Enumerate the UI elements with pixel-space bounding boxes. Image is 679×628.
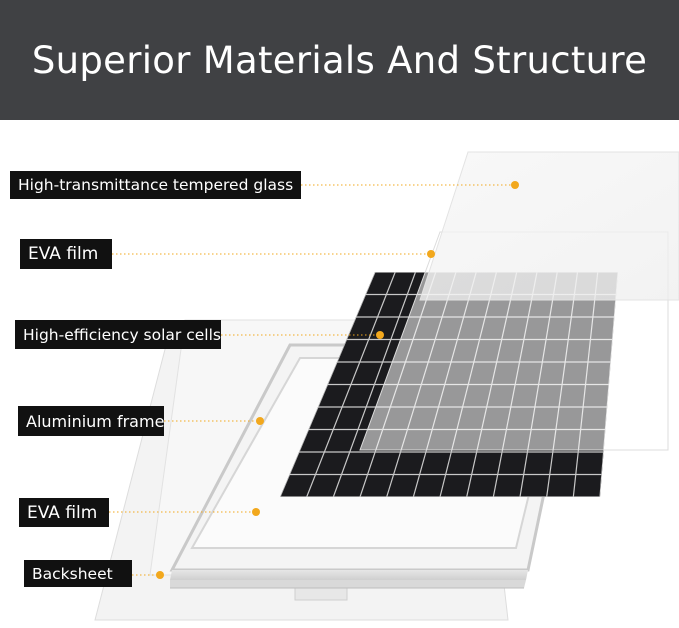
- leader-dot: [252, 508, 260, 516]
- label-aluminium-frame: Aluminium frame: [18, 406, 164, 436]
- label-eva-film-upper: EVA film: [20, 239, 112, 269]
- header-banner: Superior Materials And Structure: [0, 0, 679, 120]
- leader-dot: [376, 331, 384, 339]
- label-eva-film-lower: EVA film: [19, 498, 109, 527]
- label-backsheet: Backsheet: [24, 560, 132, 587]
- label-solar-cells: High-efficiency solar cells: [15, 320, 221, 349]
- page-title: Superior Materials And Structure: [31, 38, 648, 82]
- leader-dot: [427, 250, 435, 258]
- layer-diagram: [94, 151, 679, 621]
- leader-dot: [511, 181, 519, 189]
- label-tempered-glass: High-transmittance tempered glass: [10, 171, 301, 199]
- leader-dot: [256, 417, 264, 425]
- tempered-glass-layer: [419, 151, 679, 301]
- leader-dot: [156, 571, 164, 579]
